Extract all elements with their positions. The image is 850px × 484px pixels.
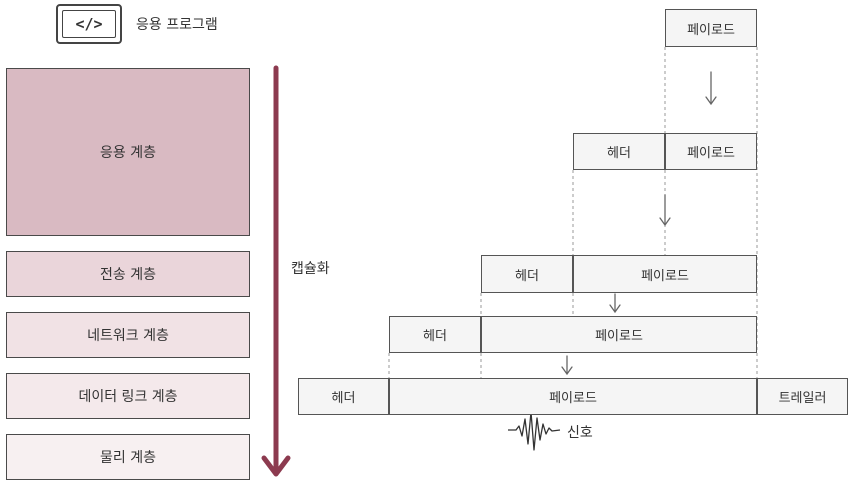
layer-transport: 전송 계층 <box>6 251 250 297</box>
payload-box: 페이로드 <box>481 316 757 353</box>
layer-label: 물리 계층 <box>100 450 156 466</box>
payload-box: 페이로드 <box>389 378 757 415</box>
payload-box: 페이로드 <box>665 9 757 47</box>
app-icon-box: </> <box>56 4 122 44</box>
payload-box: 페이로드 <box>573 255 757 293</box>
code-icon: </> <box>75 15 103 33</box>
header-box: 헤더 <box>389 316 481 353</box>
layer-data-link: 데이터 링크 계층 <box>6 373 250 419</box>
header-box: 헤더 <box>298 378 389 415</box>
layer-label: 전송 계층 <box>100 267 156 283</box>
layer-application: 응용 계층 <box>6 68 250 236</box>
signal-label: 신호 <box>567 425 593 441</box>
signal-wave-icon <box>508 411 561 451</box>
application-label: 응용 프로그램 <box>136 17 218 33</box>
payload-box: 페이로드 <box>665 133 757 170</box>
header-box: 헤더 <box>573 133 665 170</box>
layer-network: 네트워크 계층 <box>6 312 250 358</box>
layer-label: 네트워크 계층 <box>87 328 169 344</box>
trailer-box: 트레일러 <box>757 378 848 415</box>
layer-label: 데이터 링크 계층 <box>78 389 178 405</box>
encapsulation-arrowhead <box>261 455 291 477</box>
layer-physical: 물리 계층 <box>6 434 250 480</box>
layer-label: 응용 계층 <box>100 145 156 161</box>
header-box: 헤더 <box>481 255 573 293</box>
encapsulation-label: 캡슐화 <box>291 261 330 277</box>
